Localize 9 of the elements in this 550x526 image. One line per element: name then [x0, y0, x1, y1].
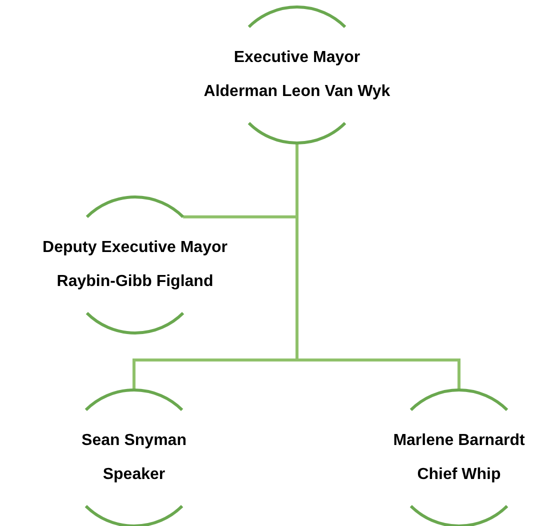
role-text: Speaker [102, 465, 166, 485]
role-text: Chief Whip [417, 465, 501, 485]
role-text: Alderman Leon Van Wyk [204, 82, 390, 102]
role-text: Executive Mayor [234, 48, 360, 68]
role-text: Sean Snyman [82, 431, 186, 451]
connector-line [296, 143, 460, 390]
role-text: Raybin-Gibb Figland [56, 272, 214, 292]
role-text: Marlene Barnardt [393, 431, 525, 451]
role-text: Deputy Executive Mayor [42, 238, 228, 258]
